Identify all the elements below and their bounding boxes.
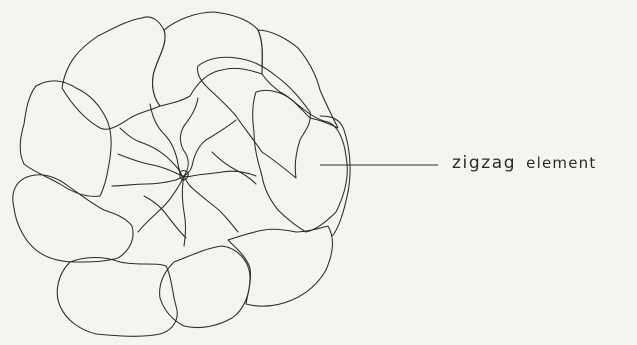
lobe-top [153, 12, 263, 106]
zigzag-inner-3 [180, 98, 198, 176]
zigzag-inner-6 [184, 176, 238, 232]
lobe-center-right [197, 57, 310, 178]
lobe-bottom-left [57, 258, 177, 337]
lobe-left-lower [13, 175, 133, 262]
lobe-right [253, 90, 348, 232]
zigzag-inner-4 [184, 120, 236, 176]
label-word-element: element [526, 154, 596, 172]
lobe-top-left [62, 17, 165, 129]
lobe-left [20, 81, 111, 196]
zigzag-element-label: zigzag element [452, 153, 596, 173]
lobe-top-right [258, 30, 338, 128]
zigzag-inner-12 [212, 152, 256, 184]
lobe-bottom [160, 246, 250, 328]
zigzag-inner-9 [112, 176, 184, 186]
zigzag-inner-11 [144, 196, 186, 238]
label-word-zigzag: zigzag [452, 153, 516, 173]
rosette [13, 12, 350, 336]
lobe-bottom-right [228, 226, 332, 306]
zigzag-inner-5 [184, 171, 256, 177]
zigzag-inner-1 [120, 128, 182, 176]
lobe-right-back [320, 116, 350, 236]
